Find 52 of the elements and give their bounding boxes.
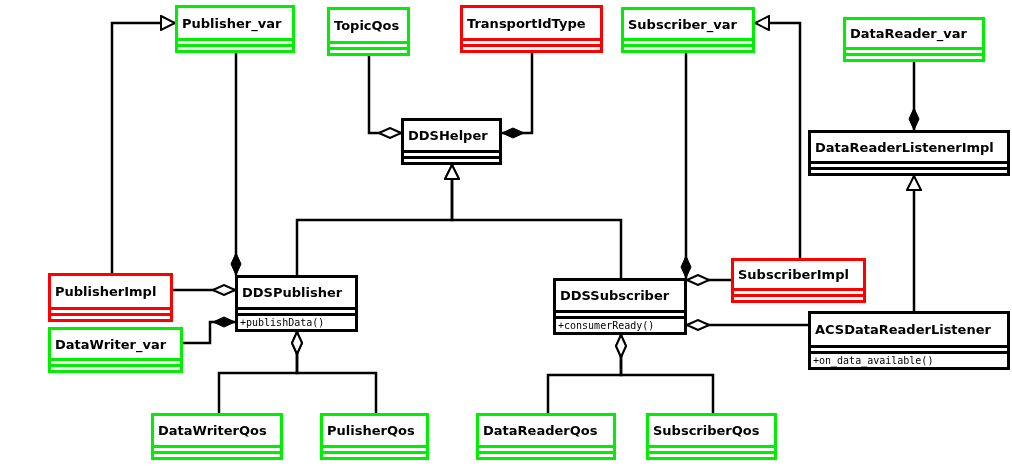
class-name: SubscriberImpl [738, 268, 849, 281]
class-box [843, 17, 985, 62]
class-box [621, 7, 755, 53]
class-box [808, 311, 1010, 370]
association-line [501, 53, 534, 139]
association-line [908, 62, 920, 131]
method-signature: +consumerReady() [558, 319, 655, 332]
class-name: SubscriberQos [653, 424, 760, 437]
class-box [646, 413, 777, 460]
class-box [476, 413, 616, 460]
class-name: DataReaderListenerImpl [815, 140, 994, 154]
class-box [401, 118, 502, 165]
class-name: Subscriber_var [628, 17, 737, 31]
class-name: DataWriterQos [158, 424, 267, 437]
class-box [320, 413, 429, 460]
association-line [183, 316, 236, 345]
association-line [173, 284, 236, 296]
class-name: Publisher_var [182, 16, 282, 30]
class-box [553, 278, 687, 335]
association-line [291, 331, 378, 413]
class-box [327, 7, 410, 56]
class-name: DataReaderQos [483, 424, 598, 437]
generalization-arrow [906, 175, 922, 311]
class-box [175, 5, 295, 53]
generalization-arrow [754, 15, 802, 258]
class-box [151, 413, 283, 460]
class-name: TransportIdType [467, 16, 586, 30]
association-line [680, 53, 692, 279]
class-name: DDSSubscriber [560, 289, 670, 302]
class-box [48, 273, 173, 322]
class-box [808, 130, 1010, 176]
class-name: PulisherQos [327, 424, 415, 437]
association-line [686, 319, 808, 331]
method-signature: +on_data_available() [813, 354, 934, 367]
class-name: PublisherImpl [55, 285, 157, 298]
class-name: DDSHelper [408, 129, 488, 142]
class-box [731, 258, 866, 303]
class-name: DataReader_var [850, 27, 967, 40]
class-box [48, 327, 183, 373]
class-name: DDSPublisher [242, 286, 343, 299]
class-name: DataWriter_var [55, 337, 167, 351]
association-line [230, 53, 242, 276]
association-line [615, 334, 715, 413]
generalization-arrow [444, 164, 623, 278]
class-box [460, 5, 603, 53]
association-line [367, 56, 402, 139]
association-line [686, 274, 731, 286]
method-signature: +publishData() [240, 316, 325, 329]
class-name: TopicQos [334, 19, 400, 32]
generalization-arrow [110, 15, 176, 273]
class-name: ACSDataReaderListener [815, 323, 991, 336]
class-box [235, 275, 358, 332]
